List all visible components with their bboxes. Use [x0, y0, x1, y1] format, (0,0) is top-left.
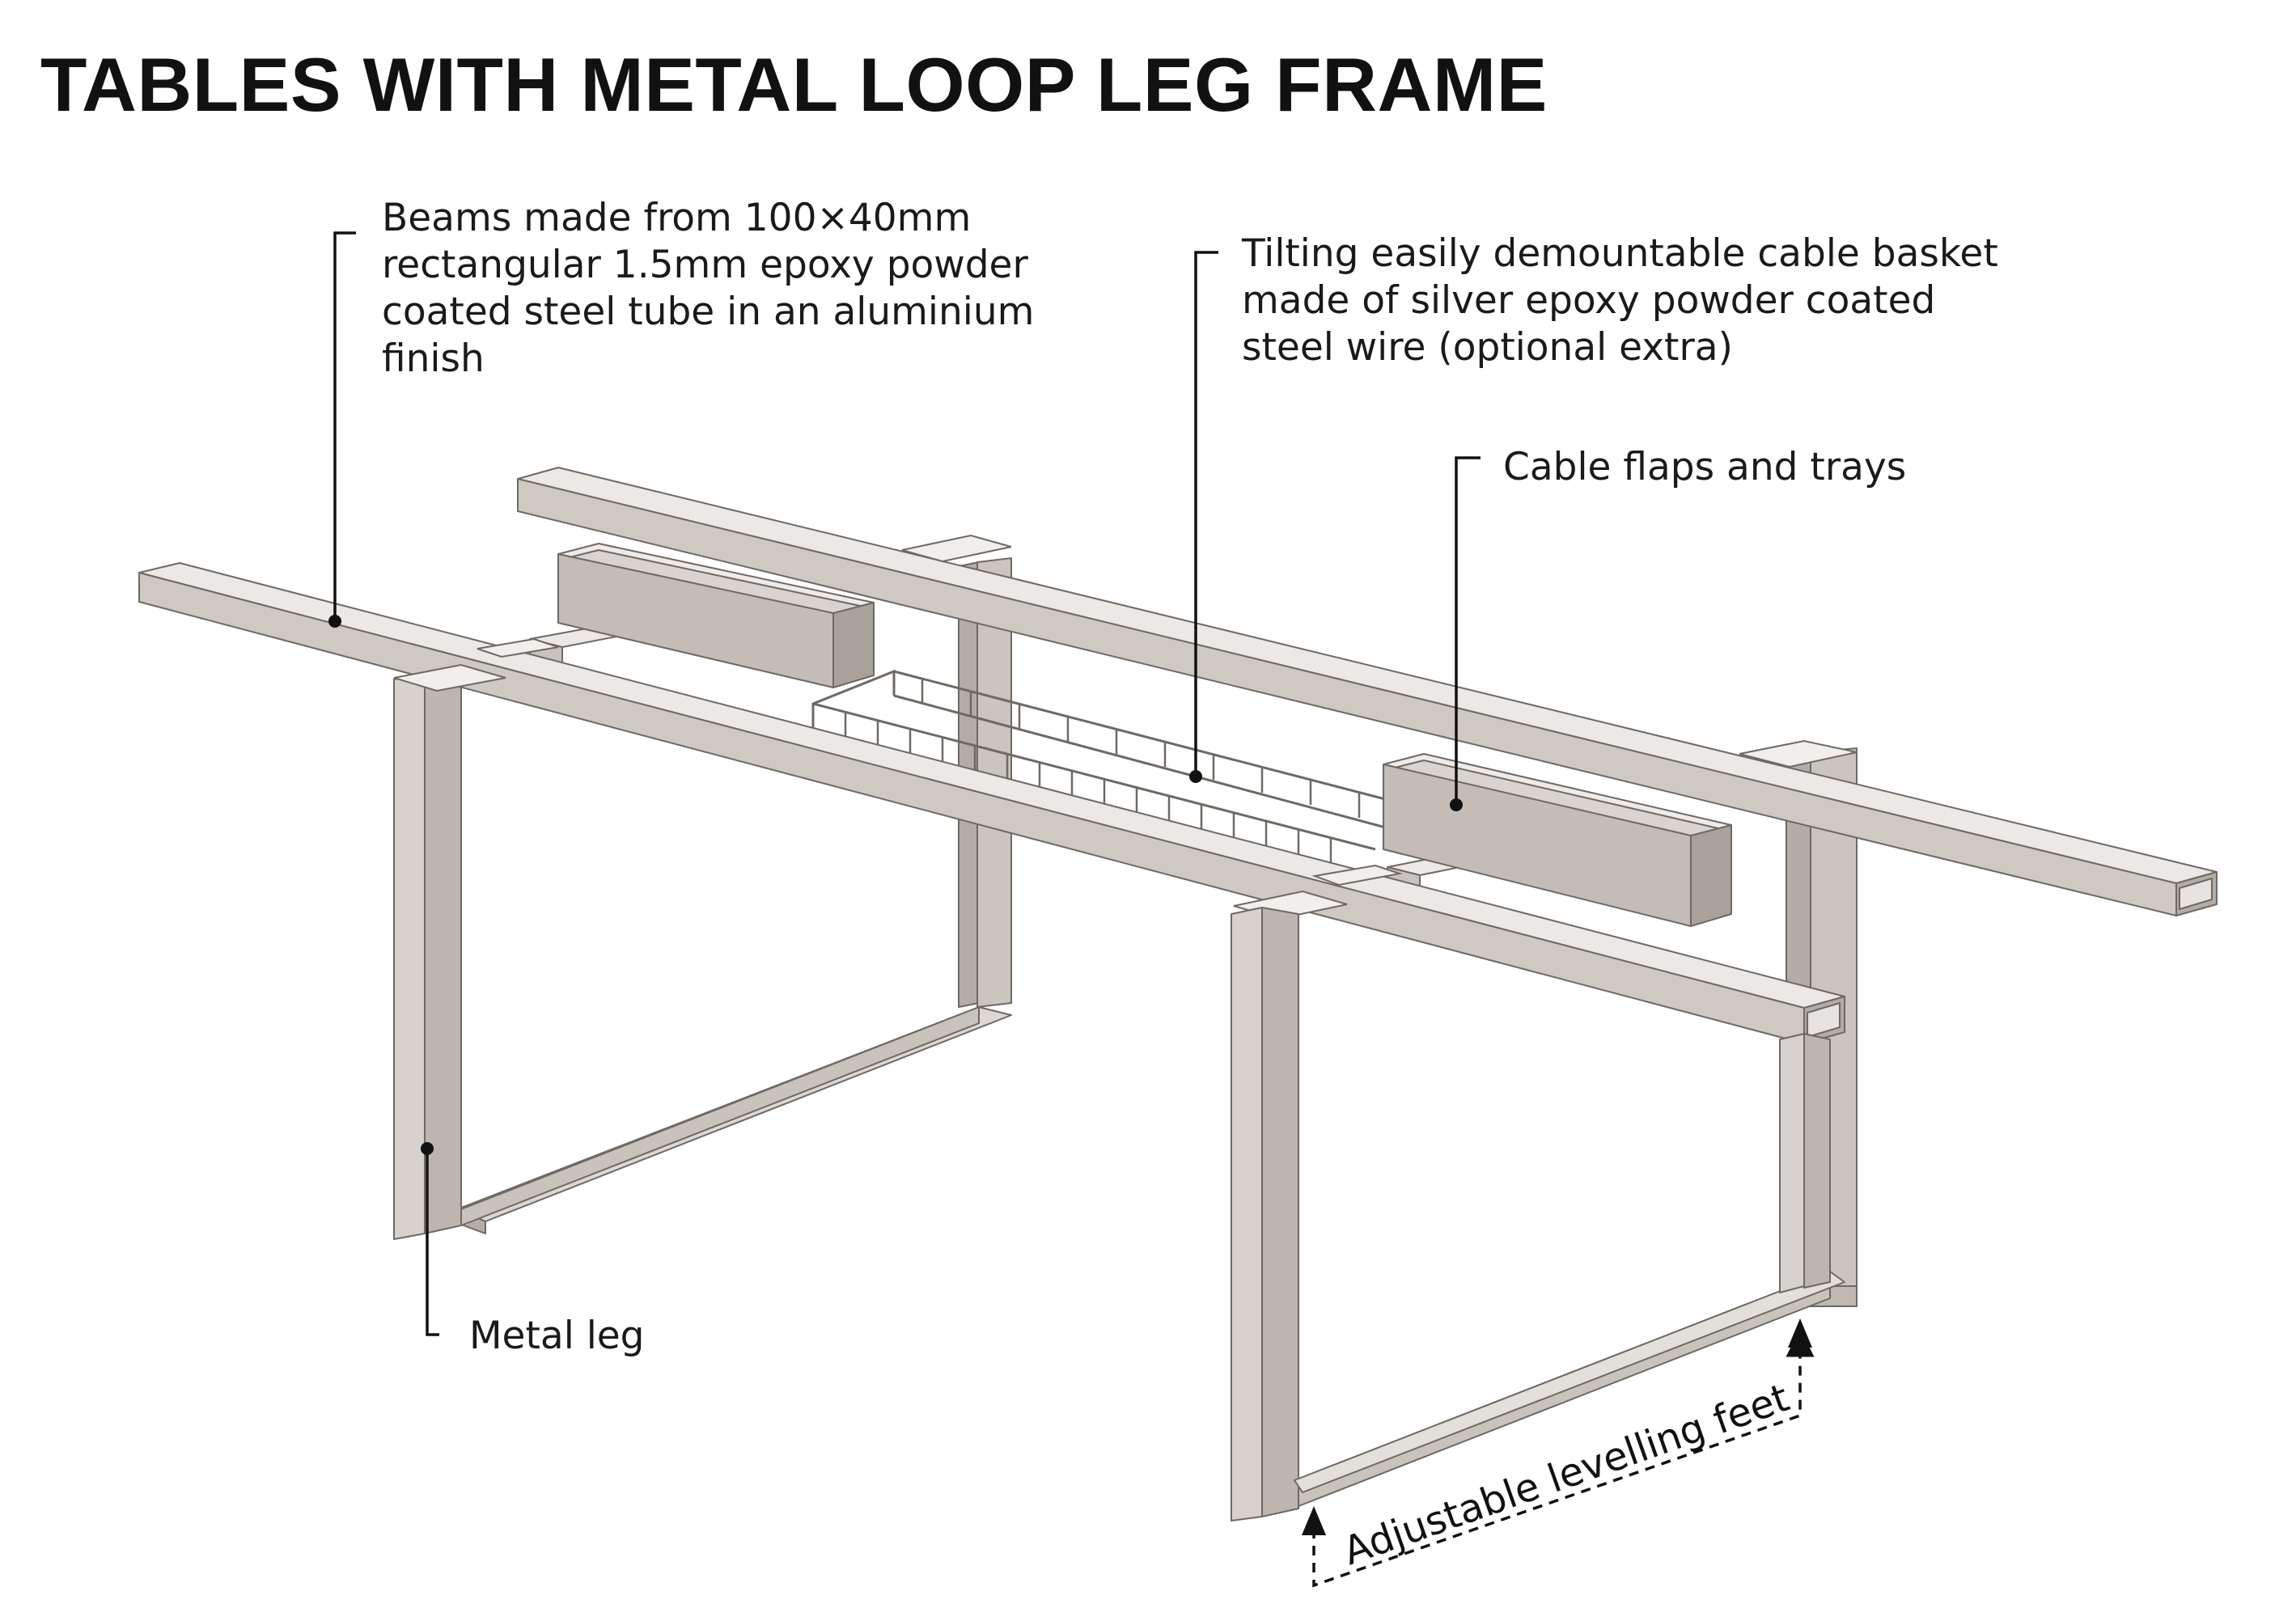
- levelling-feet-label: Adjustable levelling feet: [1337, 1375, 1794, 1574]
- back-beam: [517, 467, 2218, 916]
- cable-basket-callout: Tilting easily demountable cable basket …: [1242, 231, 1998, 371]
- front-right-leg: [1231, 907, 1845, 1521]
- levelling-feet-bracket: [1312, 1328, 1815, 1588]
- cable-basket-callout-line: made of silver epoxy powder coated: [1242, 278, 1936, 323]
- cable-basket-callout-line: Tilting easily demountable cable basket: [1242, 231, 1998, 276]
- cable-tray-left: [557, 543, 875, 688]
- metal-leg-callout: Metal leg: [469, 1313, 645, 1360]
- beams-callout-line: coated steel tube in an aluminium: [382, 290, 1035, 334]
- beams-callout: Beams made from 100×40mm rectangular 1.5…: [382, 195, 1034, 383]
- front-left-leg: [393, 672, 980, 1240]
- cable-flaps-callout: Cable flaps and trays: [1503, 444, 1906, 491]
- back-top-plates: [901, 534, 1858, 768]
- levelling-feet-arrow-right: [1788, 1318, 1812, 1348]
- beams-callout-line: rectangular 1.5mm epoxy powder: [382, 243, 1028, 287]
- page-title: TABLES WITH METAL LOOP LEG FRAME: [40, 42, 1548, 127]
- leader-lines: [333, 231, 1481, 1336]
- beams-callout-line: Beams made from 100×40mm: [382, 196, 972, 240]
- leader-dots: [328, 615, 1463, 1155]
- beams-callout-line: finish: [382, 336, 485, 381]
- cable-flaps-callout-line: Cable flaps and trays: [1503, 445, 1907, 489]
- levelling-feet-arrow-left: [1302, 1506, 1326, 1535]
- front-beam: [138, 562, 1845, 1044]
- metal-leg-callout-line: Metal leg: [469, 1314, 645, 1358]
- cable-basket-callout-line: steel wire (optional extra): [1242, 325, 1733, 370]
